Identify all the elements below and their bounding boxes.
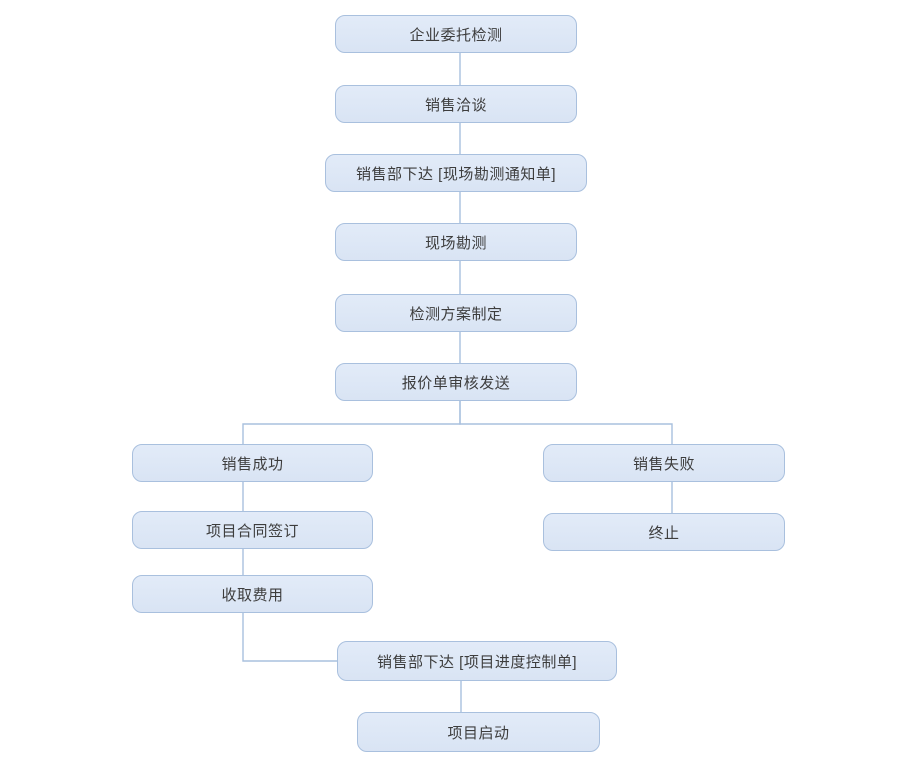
flow-node-collect-fee: 收取费用 — [132, 575, 373, 613]
flow-node-entrust: 企业委托检测 — [335, 15, 577, 53]
flow-node-project-launch: 项目启动 — [357, 712, 600, 752]
flow-node-site-survey: 现场勘测 — [335, 223, 577, 261]
flow-node-sale-success: 销售成功 — [132, 444, 373, 482]
flow-node-negotiation: 销售洽谈 — [335, 85, 577, 123]
flow-node-progress-control: 销售部下达 [项目进度控制单] — [337, 641, 617, 681]
flow-node-test-plan: 检测方案制定 — [335, 294, 577, 332]
flow-node-terminate: 终止 — [543, 513, 785, 551]
flow-node-survey-notice: 销售部下达 [现场勘测通知单] — [325, 154, 587, 192]
edge-collect-fee-to-progress-control — [242, 613, 337, 662]
flow-node-quotation: 报价单审核发送 — [335, 363, 577, 401]
edge-quotation-to-sale-failure — [459, 401, 673, 444]
flow-node-sale-failure: 销售失败 — [543, 444, 785, 482]
edge-quotation-to-sale-success — [242, 401, 461, 444]
flow-node-contract-sign: 项目合同签订 — [132, 511, 373, 549]
